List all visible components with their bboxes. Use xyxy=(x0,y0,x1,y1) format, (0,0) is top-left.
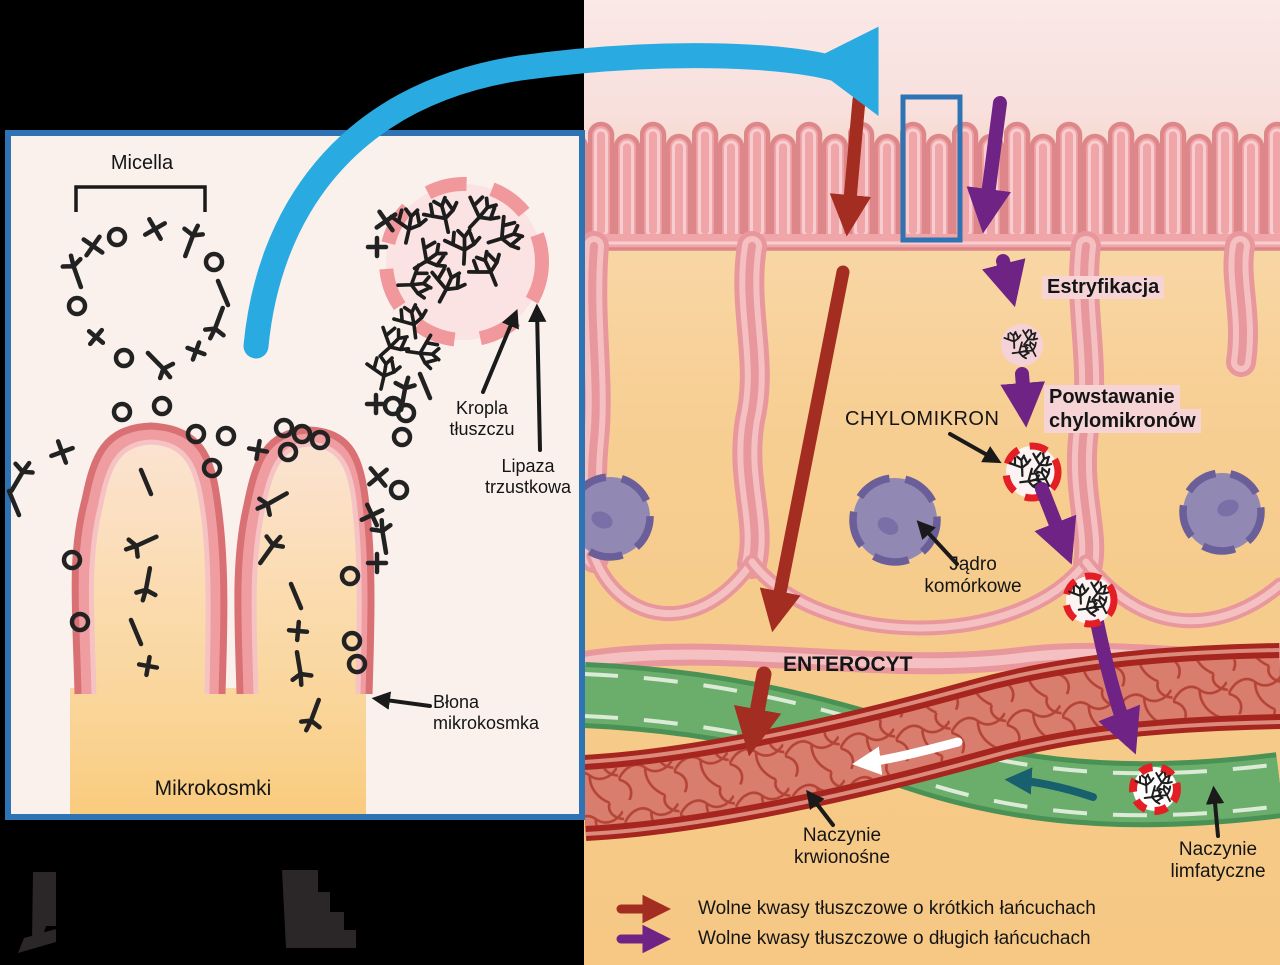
short-chain-arrow-1 xyxy=(829,93,872,237)
legend-item-long-chain: Wolne kwasy tłuszczowe o długich łańcuch… xyxy=(698,928,1091,949)
esterified-fat-droplet xyxy=(1001,324,1043,366)
lymph-vessel-label-line2: limfatyczne xyxy=(1170,860,1266,882)
nucleus xyxy=(849,474,941,566)
blood-flow-arrow xyxy=(851,737,963,776)
lipase-label: Lipaza trzustkowa xyxy=(458,456,598,497)
legend-item-short-chain: Wolne kwasy tłuszczowe o krótkich łańcuc… xyxy=(698,898,1096,919)
fat-droplet-label-line2: tłuszczu xyxy=(449,418,515,439)
background-artifacts xyxy=(18,870,356,953)
membrane-1 xyxy=(732,231,770,579)
membrane-label: Błona mikrokosmka xyxy=(433,692,539,733)
long-chain-arrow-2 xyxy=(982,254,1026,308)
nucleus-label-line1: Jądro xyxy=(949,554,997,575)
microvillus-2 xyxy=(234,426,375,695)
blood-vessel-pointer-arrow xyxy=(806,789,835,827)
microvilli-label: Mikrokosmki xyxy=(154,777,272,800)
blood-vessel-label-line1: Naczynie xyxy=(802,825,882,846)
blood-cell-mosaic xyxy=(584,658,1280,826)
nucleus-pointer-arrow xyxy=(916,520,959,566)
membrane-short-stalk xyxy=(1223,231,1258,377)
fat-droplet xyxy=(379,177,549,347)
fat-droplet-label-line1: Kropla xyxy=(455,398,509,418)
brush-border xyxy=(584,116,1280,251)
esterification-label: Estryfikacja xyxy=(1042,276,1165,299)
chylomicron-formation-line1: Powstawanie xyxy=(1044,385,1180,409)
chylomicron-2 xyxy=(1062,572,1118,628)
chylomicron-1 xyxy=(1002,442,1062,502)
long-chain-fatty-acid-arrows xyxy=(966,96,1077,565)
fat-droplet-pointer-arrow xyxy=(481,309,519,394)
blood-vessel xyxy=(584,643,1280,841)
lymph-flow-arrow xyxy=(1004,767,1097,801)
nucleus-label-line2: komórkowe xyxy=(924,575,1022,597)
zoom-region-box xyxy=(900,94,963,243)
nuclei xyxy=(584,469,1265,566)
magnifier-arc-arrow xyxy=(243,26,879,359)
blood-vessel-label-line2: krwionośne xyxy=(793,846,891,868)
blood-vessel-label: Naczynie krwionośne xyxy=(781,825,903,869)
nucleus xyxy=(1179,469,1265,555)
chylomicron-formation-label: Powstawanie chylomikronów xyxy=(1044,385,1201,433)
nucleus xyxy=(584,473,654,561)
long-chain-arrow-1 xyxy=(966,96,1011,234)
membrane-pointer-arrow xyxy=(371,691,432,710)
fat-droplet-label: Kropla tłuszczu xyxy=(422,398,542,439)
intestinal-wall-panel xyxy=(584,0,1280,965)
lipase-pointer-arrow xyxy=(528,303,547,452)
long-chain-arrow-5 xyxy=(1090,615,1140,755)
microvillus-1 xyxy=(71,422,228,695)
membrane-label-line1: Błona xyxy=(433,692,480,712)
pointer-arrows-inset xyxy=(371,303,547,710)
esterification-label-text: Estryfikacja xyxy=(1042,276,1165,299)
chylomicron-3 xyxy=(1129,763,1181,815)
long-chain-arrow-4 xyxy=(1034,482,1077,565)
chylomicron-pointer-arrow xyxy=(948,432,1002,464)
enterocyte-label: ENTEROCYT xyxy=(783,653,913,676)
short-chain-fatty-acid-arrows xyxy=(759,93,872,633)
micella-label: Micella xyxy=(110,152,174,174)
short-chain-arrow-2 xyxy=(759,265,850,633)
lymph-vessel-label: Naczynie limfatyczne xyxy=(1156,839,1280,883)
lymph-vessel-pointer-arrow xyxy=(1205,785,1225,838)
long-chain-arrow-3 xyxy=(1000,367,1046,428)
lipase-label-line2: trzustkowa xyxy=(484,476,572,497)
pointer-arrows-panel xyxy=(806,432,1225,838)
chylomicron-label: CHYLOMIKRON xyxy=(845,408,1000,430)
micella-bracket xyxy=(74,185,207,212)
lipase-label-line1: Lipaza xyxy=(501,456,555,476)
legend-swatches xyxy=(616,894,672,954)
nucleus-label: Jądro komórkowe xyxy=(912,554,1034,598)
membrane-label-line2: mikrokosmka xyxy=(433,712,540,733)
chylomicron-formation-line2: chylomikronów xyxy=(1044,409,1201,433)
micelle-inset-box xyxy=(3,130,585,820)
short-chain-arrow-3 xyxy=(733,666,782,757)
lymph-vessel-label-line1: Naczynie xyxy=(1178,839,1258,860)
